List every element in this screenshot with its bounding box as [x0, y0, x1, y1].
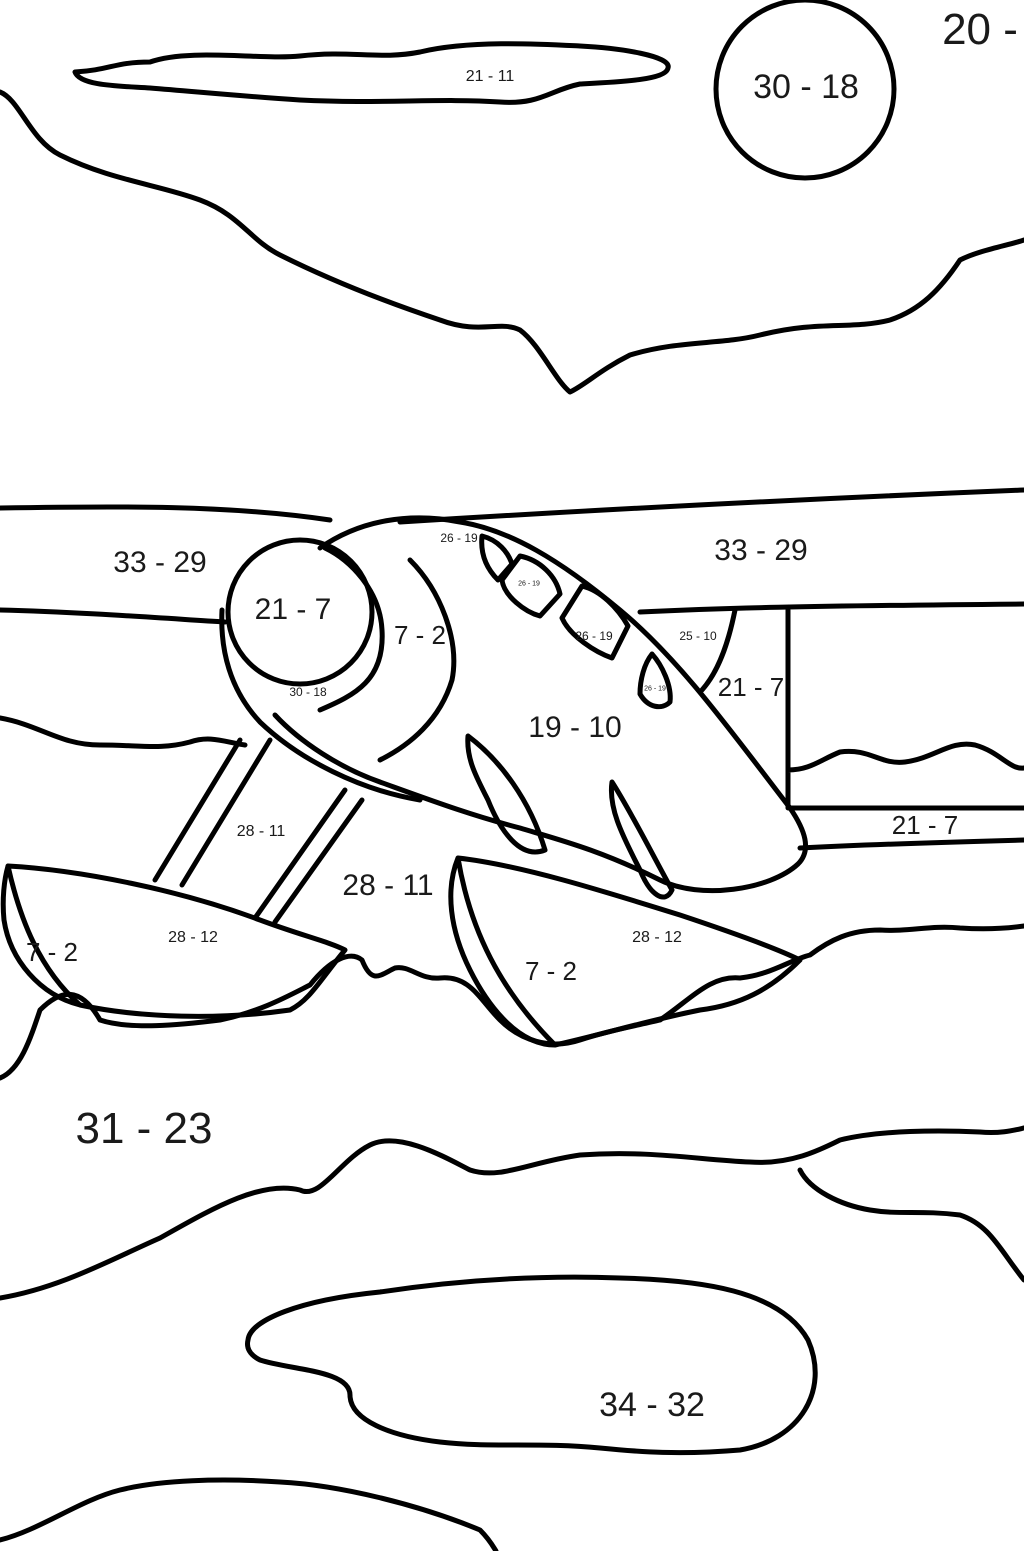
label-cloud-top: 21 - 11	[465, 68, 515, 85]
label-window-1: 26 - 19	[518, 580, 540, 588]
window-outline	[637, 651, 673, 710]
label-middle-gap: 28 - 11	[342, 869, 434, 902]
sun-outline	[713, 0, 897, 181]
label-window-4: 26 - 19	[644, 685, 666, 693]
window-outline	[559, 583, 631, 661]
label-sun: 30 - 18	[753, 68, 859, 106]
pond-outline	[245, 1274, 818, 1456]
label-engine-nose: 21 - 7	[254, 593, 332, 626]
label-wing-left: 33 - 29	[113, 546, 207, 579]
cloud-outline	[72, 41, 671, 105]
label-strut-left: 28 - 11	[236, 823, 286, 840]
bank-outline	[0, 1477, 499, 1551]
fuselage-stripe-outline	[465, 733, 548, 855]
wing-outline	[0, 487, 1024, 625]
label-engine-ring: 7 - 2	[393, 620, 447, 650]
background-hills-outline	[0, 715, 248, 750]
label-float-right: 28 - 12	[632, 929, 682, 946]
label-wing-strut: 21 - 7	[717, 672, 785, 702]
label-shore-bottom: 34 - 32	[599, 1386, 705, 1424]
engine-nose-outline	[225, 537, 375, 687]
label-fuselage: 19 - 10	[528, 711, 622, 744]
water-splash-outline	[0, 923, 1024, 1081]
label-float-right-tip: 7 - 2	[524, 956, 578, 986]
label-window-3: 25 - 10	[679, 629, 717, 643]
engine-cowl-outline	[219, 607, 423, 803]
label-engine-bottom: 30 - 18	[289, 685, 327, 699]
window-outline	[499, 553, 563, 619]
label-float-left-tip: 7 - 2	[25, 937, 79, 967]
fuselage-stripe-outline	[608, 779, 675, 900]
fuselage-outline	[272, 515, 808, 894]
float-right-outline	[448, 855, 803, 1048]
shore-outline	[0, 1125, 1024, 1301]
label-lake-water: 31 - 23	[75, 1104, 213, 1153]
shore-inner-outline	[797, 1167, 1024, 1283]
label-cockpit-top: 26 - 19	[440, 531, 478, 545]
label-sky-right: 20 -	[942, 5, 1018, 54]
label-window-2: 26 - 19	[575, 629, 613, 643]
engine-ring-outline	[317, 545, 385, 713]
strut-outline	[152, 737, 365, 925]
tail-box-outline	[699, 607, 1024, 851]
sky-hills-outline	[0, 89, 1024, 395]
label-float-left: 28 - 12	[168, 929, 218, 946]
label-tail: 21 - 7	[891, 810, 959, 840]
label-wing-right: 33 - 29	[714, 534, 808, 567]
